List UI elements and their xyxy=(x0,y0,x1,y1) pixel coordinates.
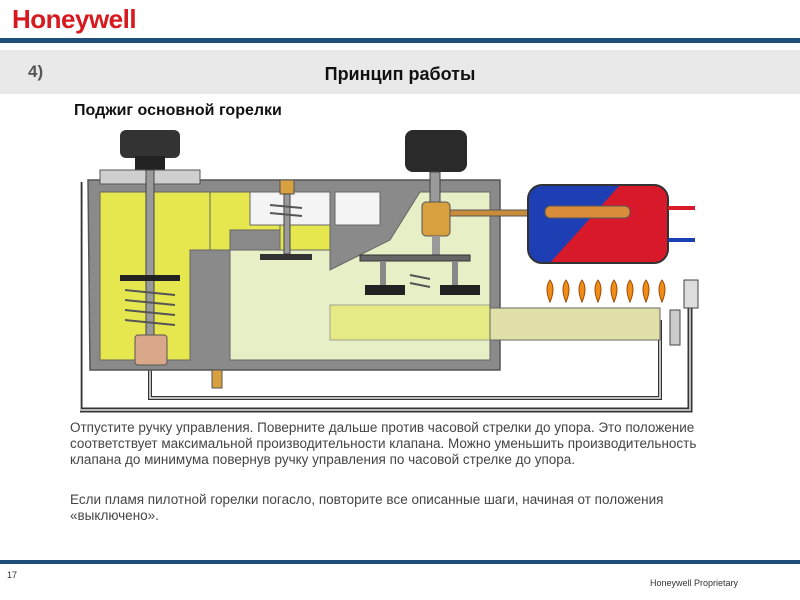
slide-step-number: 4) xyxy=(28,62,44,81)
instruction-paragraph-2: Если пламя пилотной горелки погасло, пов… xyxy=(70,492,664,523)
bottom-divider-bar xyxy=(0,560,800,564)
control-knob-icon xyxy=(120,130,180,158)
magnet-unit xyxy=(134,334,168,366)
top-divider-bar xyxy=(0,38,800,43)
instruction-paragraph-1: Отпустите ручку управления. Поверните да… xyxy=(70,420,697,467)
section-subheading: Поджиг основной горелки xyxy=(74,102,282,119)
thermostat-knob-icon xyxy=(405,130,467,172)
gas-valve-diagram xyxy=(80,130,699,413)
spring-icon xyxy=(124,289,176,326)
pilot-flame-icon xyxy=(546,279,666,304)
footer-proprietary: Honeywell Proprietary xyxy=(649,578,738,588)
honeywell-logo: Honeywell xyxy=(12,4,137,34)
thermocouple-icon xyxy=(683,279,699,309)
title-bar xyxy=(0,50,800,94)
slide-title: Принцип работы xyxy=(324,64,476,84)
page-number: 17 xyxy=(7,570,18,580)
main-burner xyxy=(489,307,661,341)
water-tank-icon xyxy=(527,184,695,264)
